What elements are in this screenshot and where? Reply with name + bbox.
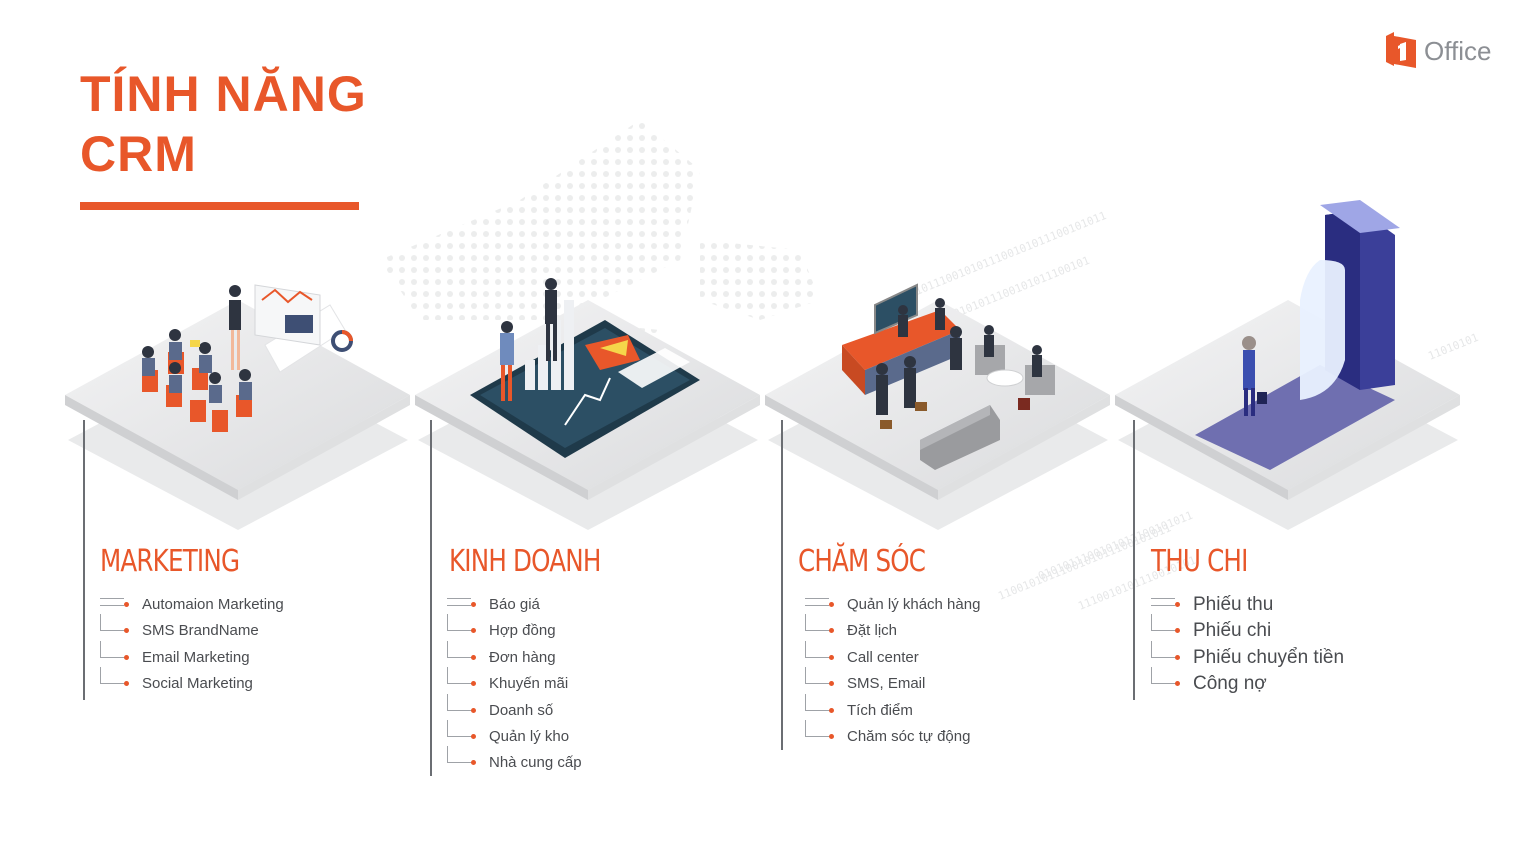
list-item: Doanh số — [447, 693, 582, 724]
page-title: TÍNH NĂNG CRM — [80, 64, 367, 184]
list-item: Phiếu thu — [1151, 592, 1344, 618]
column-connector-line — [1133, 420, 1135, 700]
feature-list-marketing: Automaion Marketing SMS BrandName Email … — [100, 592, 284, 698]
list-item: Social Marketing — [100, 667, 284, 697]
list-item: SMS BrandName — [100, 614, 284, 644]
list-item: Chăm sóc tự động — [805, 719, 980, 750]
list-item: SMS, Email — [805, 667, 980, 697]
customer-care-reception-icon — [842, 283, 1055, 470]
list-item: Automaion Marketing — [100, 592, 284, 618]
list-item: Email Marketing — [100, 640, 284, 671]
list-item: Nhà cung cấp — [447, 746, 582, 776]
list-item: Phiếu chi — [1151, 614, 1344, 644]
column-title-marketing: MARKETING — [100, 544, 240, 579]
column-connector-line — [83, 420, 85, 700]
list-item: Đơn hàng — [447, 640, 582, 671]
list-item: Hợp đồng — [447, 614, 582, 644]
1office-logo-icon — [1386, 32, 1416, 68]
feature-list-kinh-doanh: Báo giá Hợp đồng Đơn hàng Khuyến mãi Doa… — [447, 592, 582, 777]
column-connector-line — [430, 420, 432, 776]
feature-list-thu-chi: Phiếu thu Phiếu chi Phiếu chuyển tiền Cô… — [1151, 592, 1344, 698]
page-title-line2: CRM — [80, 126, 197, 182]
list-item: Call center — [805, 640, 980, 671]
list-item: Quản lý khách hàng — [805, 592, 980, 618]
payment-phone-receipt-icon — [1195, 200, 1400, 470]
column-title-kinh-doanh: KINH DOANH — [449, 544, 601, 579]
feature-list-cham-soc: Quản lý khách hàng Đặt lịch Call center … — [805, 592, 980, 750]
column-title-cham-soc: CHĂM SÓC — [798, 544, 926, 579]
column-title-thu-chi: THU CHI — [1151, 544, 1248, 579]
marketing-seminar-icon — [142, 284, 353, 432]
svg-text:11010101: 11010101 — [1426, 331, 1480, 363]
list-item: Báo giá — [447, 592, 582, 618]
list-item: Công nợ — [1151, 667, 1344, 697]
list-item: Đặt lịch — [805, 614, 980, 644]
list-item: Quản lý kho — [447, 719, 582, 750]
sales-dashboard-icon — [470, 278, 700, 458]
list-item: Phiếu chuyển tiền — [1151, 640, 1344, 671]
title-underline — [80, 202, 359, 210]
list-item: Tích điểm — [805, 693, 980, 724]
brand-logo: Office — [1384, 30, 1504, 74]
list-item: Khuyến mãi — [447, 667, 582, 697]
column-connector-line — [781, 420, 783, 750]
logo-wordmark: Office — [1424, 36, 1492, 66]
page-title-line1: TÍNH NĂNG — [80, 66, 367, 122]
